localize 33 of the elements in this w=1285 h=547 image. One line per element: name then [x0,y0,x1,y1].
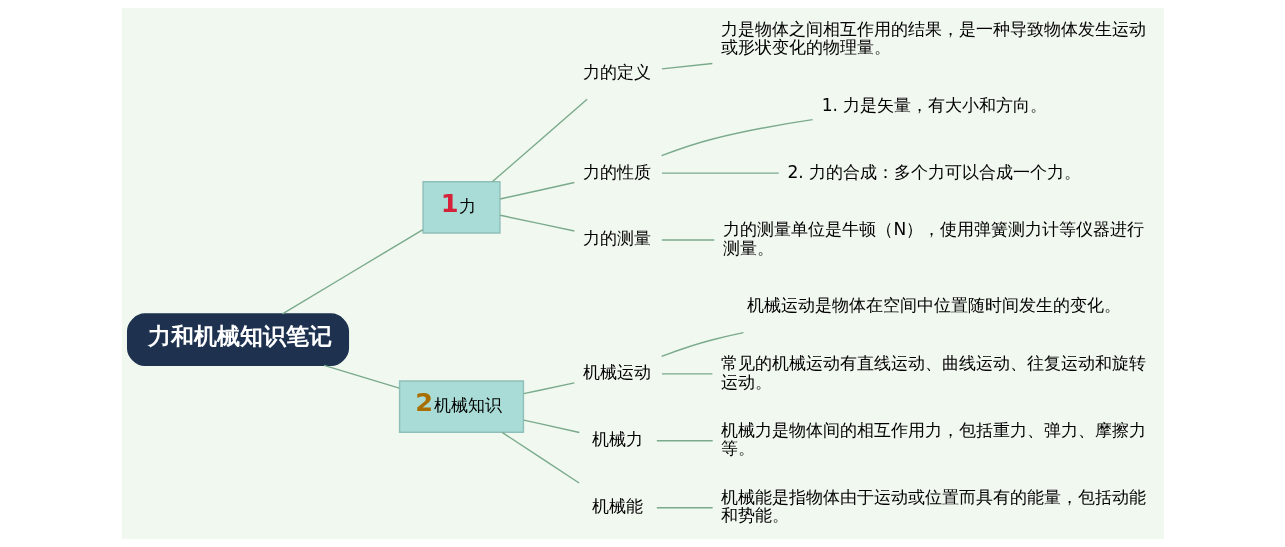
node-text: 力的测量单位是牛顿（N），使用弹簧测力计等仪器进行测量。 [722,219,1144,258]
connector [500,431,580,484]
node-text: 力的测量 [582,228,651,249]
connector [281,228,424,315]
connector [660,239,715,241]
node-text: 机械运动是物体在空间中位置随时间发生的变化。 [746,295,1121,316]
connector [522,419,580,434]
connector [660,373,713,375]
connector [498,181,575,200]
node-text: 力的性质 [582,161,651,182]
connector [498,214,575,232]
node-box: 2机械知识 [398,380,524,433]
connector [660,118,813,157]
connector [660,331,744,358]
connector [660,62,713,70]
connector [655,506,713,509]
node-text: 机械力 [591,429,643,450]
node-text: 1. 力是矢量，有大小和方向。 [821,94,1047,115]
node-text: 力的定义 [582,61,651,82]
node-text: 常见的机械运动有直线运动、曲线运动、往复运动和旋转运动。 [720,353,1146,392]
node-box: 力和机械知识笔记 [126,313,349,367]
connector [322,364,400,389]
node-text: 机械力是物体间的相互作用力，包括重力、弹力、摩擦力等。 [720,419,1146,459]
node-text: 2. 力的合成：多个力可以合成一个力。 [786,161,1081,182]
node-box: 1力 [421,180,501,234]
node-text: 机械能是指物体由于运动或位置而具有的能量，包括动能和势能。 [720,486,1146,526]
node-text: 机械能 [591,496,643,517]
connector [522,382,575,395]
connector [660,172,779,174]
node-text: 机械运动 [582,362,651,383]
connector [655,440,713,442]
connector [491,98,588,183]
node-text: 力是物体之间相互作用的结果，是一种导致物体发生运动或形状变化的物理量。 [720,18,1146,57]
